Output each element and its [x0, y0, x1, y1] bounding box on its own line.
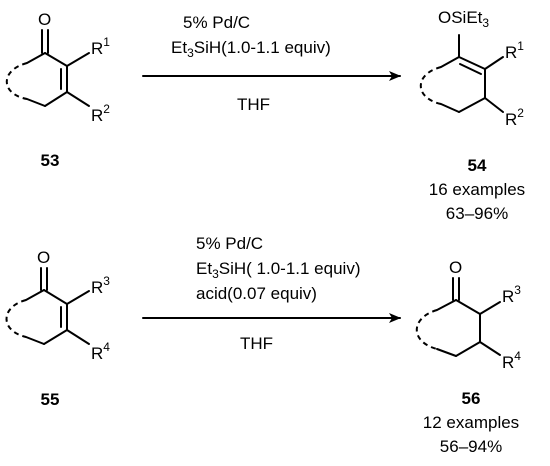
ring-dashed-arc [416, 309, 438, 350]
bond-to-r3 [479, 301, 501, 315]
ring-bond-c1-c6 [440, 56, 460, 68]
product-54-r1: R1 [505, 39, 524, 62]
bond-to-r4 [66, 329, 90, 345]
reactant-53-r1: R1 [91, 35, 110, 58]
compound-number-54: 54 [468, 156, 487, 175]
condition-catalyst-2: 5% Pd/C [196, 234, 263, 253]
bond-to-r3 [66, 290, 90, 305]
bond-to-r2 [484, 97, 504, 113]
ring-bond-c1-c6 [26, 52, 46, 64]
product-54-r2: R2 [505, 106, 524, 129]
bond-to-r2 [66, 91, 90, 107]
yield-range-1: 63–96% [446, 204, 508, 223]
ring-bond-c3-c4 [455, 341, 481, 357]
ring-bond-c4-c5 [26, 98, 46, 107]
examples-count-2: 12 examples [423, 413, 519, 432]
ring-double-inner [459, 63, 482, 75]
ring-bond-c1-c2 [455, 299, 481, 315]
reactant-55-r4: R4 [91, 340, 110, 363]
condition-additive-2: acid(0.07 equiv) [196, 284, 317, 303]
ring-bond-c1-c2 [44, 52, 68, 67]
product-56-structure [416, 277, 501, 357]
ring-bond-c4-c5 [436, 348, 457, 357]
ring-bond-c1-c2 [43, 289, 68, 305]
ring-bond-c4-c5 [440, 103, 460, 113]
reaction-1: O R1 R2 53 5% Pd/C Et3SiH(1.0-1.1 equiv)… [6, 8, 525, 223]
bond-to-r1 [66, 52, 90, 67]
product-56-oxygen: O [449, 258, 462, 277]
condition-solvent-1: THF [237, 95, 270, 114]
ring-dashed-arc [6, 62, 28, 100]
examples-count-1: 16 examples [429, 180, 525, 199]
ring-bond-c3-c4 [458, 97, 486, 113]
reactant-55-r3: R3 [91, 274, 110, 297]
reactant-53-r2: R2 [91, 102, 110, 125]
compound-number-55: 55 [41, 390, 60, 409]
reactant-53-structure [6, 29, 90, 107]
reactant-55-oxygen: O [37, 248, 50, 267]
ring-dashed-arc [5, 299, 27, 338]
reactant-55-structure [5, 267, 90, 345]
ring-bond-c1-c2 [458, 56, 486, 70]
bond-to-r1 [484, 56, 504, 70]
yield-range-2: 56–94% [440, 437, 502, 456]
condition-catalyst-1: 5% Pd/C [183, 13, 250, 32]
ring-bond-c3-c4 [44, 91, 68, 107]
ring-dashed-arc [420, 66, 442, 105]
product-54-structure [420, 34, 504, 113]
ring-bond-c1-c6 [436, 299, 457, 311]
condition-reagent-1: Et3SiH(1.0-1.1 equiv) [171, 38, 331, 60]
reactant-53-oxygen: O [38, 10, 51, 29]
product-56-r4: R4 [502, 349, 521, 372]
compound-number-53: 53 [41, 151, 60, 170]
bond-to-r4 [479, 341, 501, 356]
reaction-2: O R3 R4 55 5% Pd/C Et3SiH( 1.0-1.1 equiv… [5, 234, 521, 456]
product-54-group: OSiEt3 [438, 8, 489, 30]
ring-bond-c4-c5 [25, 336, 45, 345]
condition-reagent-2: Et3SiH( 1.0-1.1 equiv) [196, 259, 360, 281]
compound-number-56: 56 [462, 389, 481, 408]
product-56-r3: R3 [502, 283, 521, 306]
ring-bond-c3-c4 [43, 329, 68, 345]
condition-solvent-2: THF [240, 334, 273, 353]
ring-bond-c1-c6 [25, 289, 45, 301]
